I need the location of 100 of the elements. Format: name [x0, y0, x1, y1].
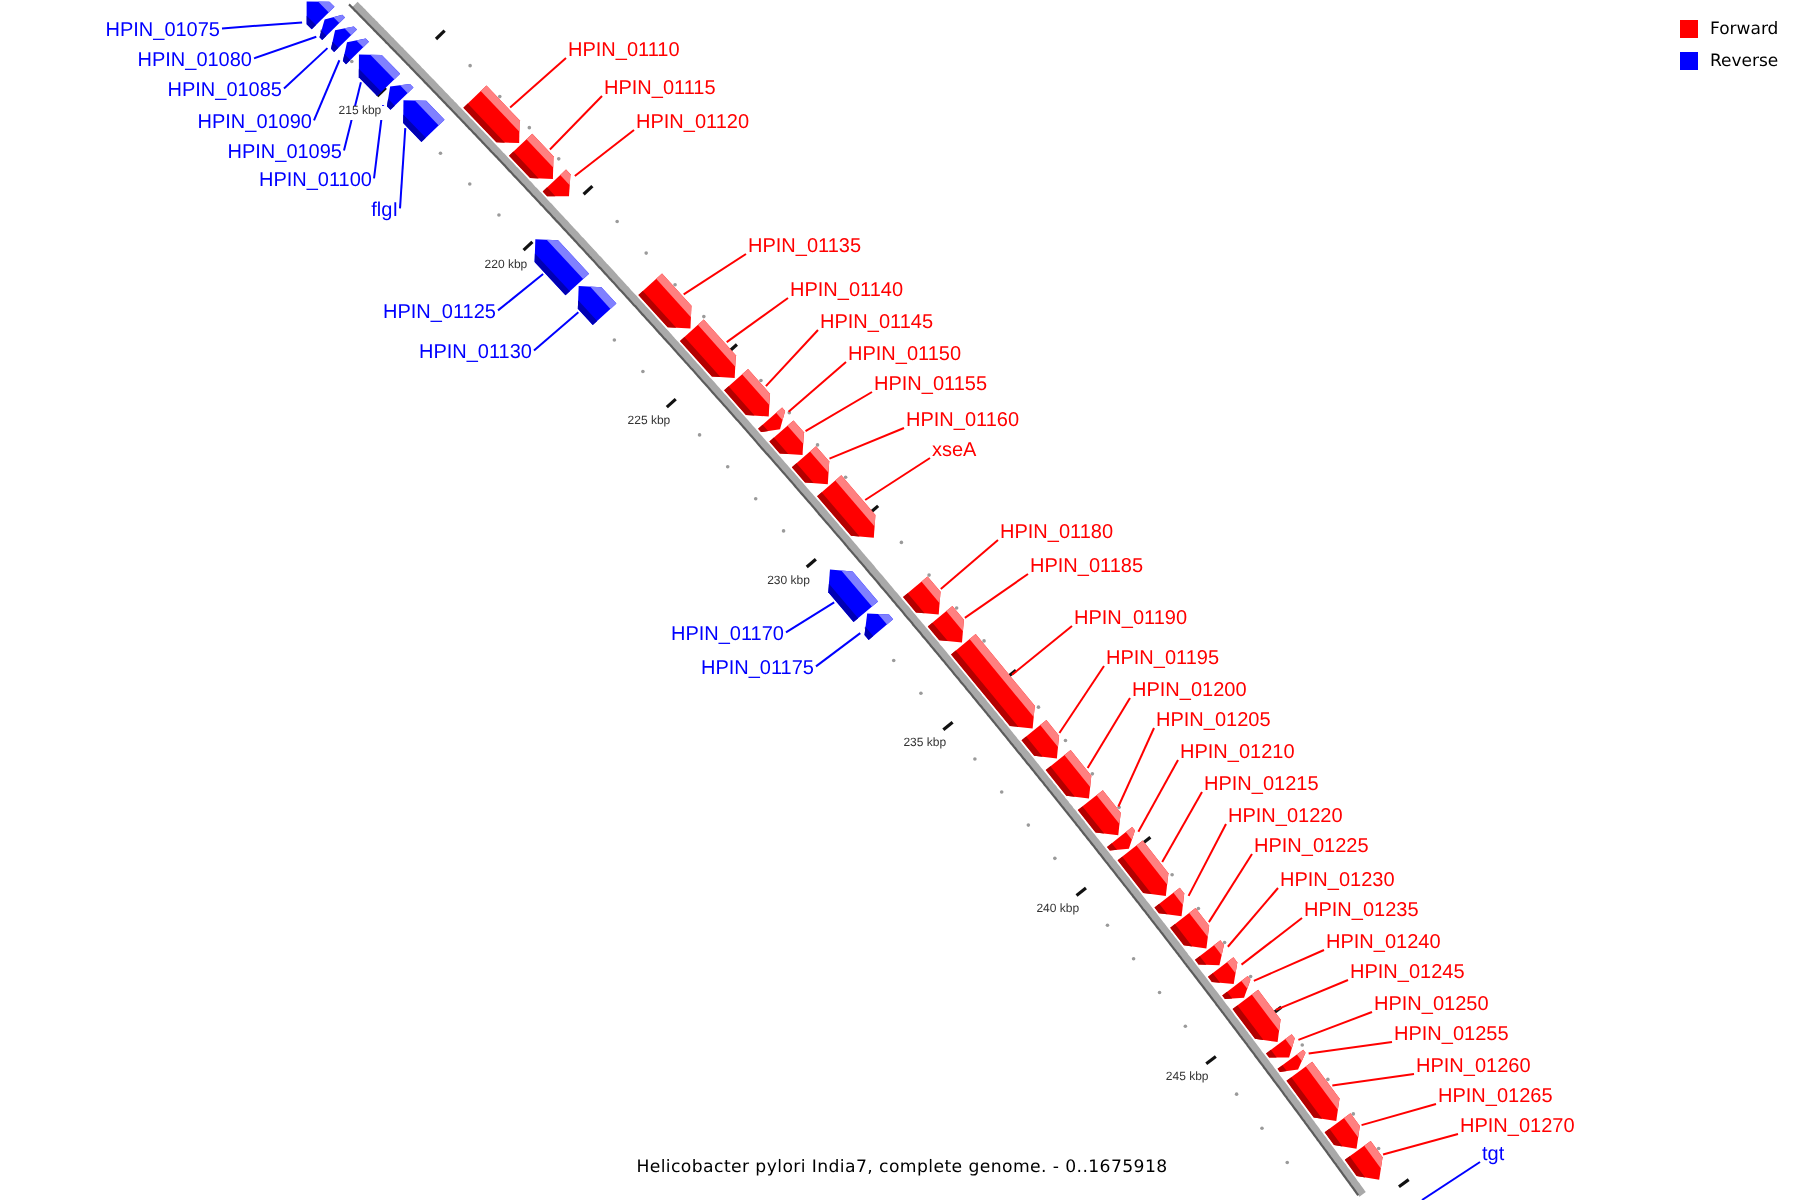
- gene-block: [542, 169, 571, 197]
- leader-line: [804, 391, 873, 433]
- gene-block: [1277, 1049, 1306, 1072]
- gene-block: [724, 369, 770, 417]
- gene-label: HPIN_01180: [1000, 522, 1114, 546]
- gene-label: HPIN_01240: [1326, 932, 1441, 956]
- gene-label: HPIN_01155: [874, 374, 988, 398]
- gene-label: HPIN_01205: [1156, 710, 1271, 734]
- gene-block: [1195, 940, 1224, 966]
- gene-label: HPIN_01260: [1416, 1056, 1531, 1080]
- leader-line: [764, 329, 819, 388]
- gene-label: HPIN_01125: [382, 302, 496, 326]
- leader-line: [1086, 697, 1131, 769]
- gene-label: HPIN_01270: [1460, 1116, 1575, 1140]
- leader-line: [1137, 759, 1179, 833]
- gene-block: [951, 633, 1035, 729]
- gene-label: xseA: [932, 440, 977, 464]
- gene-block: [463, 85, 520, 144]
- leader-line: [1187, 823, 1227, 897]
- gene-block: [1045, 750, 1092, 799]
- leader-line: [1011, 625, 1073, 676]
- gene-label: HPIN_01190: [1074, 608, 1188, 632]
- leader-line: [221, 21, 304, 30]
- leader-line: [939, 539, 999, 591]
- gene-block: [1170, 908, 1210, 949]
- leader-line: [1331, 1073, 1415, 1087]
- gene-block: [828, 569, 878, 623]
- gene-label: HPIN_01195: [1106, 648, 1220, 672]
- gene-block: [680, 319, 736, 379]
- leader-line: [682, 253, 747, 296]
- gene-block: [769, 420, 804, 456]
- leader-line: [1117, 727, 1155, 808]
- gene-block: [1077, 790, 1121, 836]
- gene-label: HPIN_01170: [670, 624, 784, 648]
- gene-label: HPIN_01210: [1180, 742, 1295, 766]
- gene-label: HPIN_01150: [848, 344, 962, 368]
- leader-line: [828, 427, 905, 460]
- gene-label: HPIN_01185: [1030, 556, 1144, 580]
- gene-block: [358, 54, 401, 97]
- gene-block: [1208, 957, 1238, 985]
- gene-block: [1286, 1061, 1340, 1122]
- gene-block: [1117, 840, 1169, 896]
- gene-block: [1107, 827, 1135, 851]
- gene-label: HPIN_01095: [227, 142, 342, 166]
- leader-line: [1297, 1011, 1373, 1041]
- gene-label: HPIN_01215: [1204, 774, 1319, 798]
- gene-label: HPIN_01115: [604, 78, 716, 102]
- legend-label: Reverse: [1710, 51, 1779, 71]
- gene-block: [1266, 1034, 1295, 1058]
- gene-label: HPIN_01140: [790, 280, 904, 304]
- leader-line: [1058, 665, 1105, 734]
- gene-block: [638, 273, 692, 329]
- leader-line: [1421, 1161, 1481, 1200]
- gene-label: HPIN_01200: [1132, 680, 1247, 704]
- gene-block: [577, 286, 617, 326]
- gene-block: [791, 446, 830, 485]
- gene-label: HPIN_01230: [1280, 870, 1395, 894]
- leader-line: [1207, 853, 1253, 924]
- gene-label: HPIN_01245: [1350, 962, 1465, 986]
- leader-line: [864, 457, 931, 501]
- gene-label: flgI: [371, 200, 398, 224]
- leader-line: [1382, 1133, 1459, 1156]
- gene-label: HPIN_01220: [1228, 806, 1343, 830]
- gene-block: [817, 475, 876, 538]
- legend-label: Forward: [1710, 19, 1779, 39]
- leader-line: [725, 297, 789, 344]
- gene-block: [1324, 1113, 1360, 1149]
- leader-line: [548, 95, 603, 151]
- gene-label: HPIN_01090: [197, 112, 312, 136]
- gene-block: [864, 613, 894, 640]
- gene-label: HPIN_01075: [105, 20, 220, 44]
- leader-line: [253, 35, 318, 60]
- gene-block: [403, 100, 445, 142]
- leader-line: [1240, 917, 1303, 966]
- leader-line: [815, 632, 862, 668]
- gene-label: HPIN_01235: [1304, 900, 1419, 924]
- gene-block: [1344, 1141, 1383, 1180]
- gene-label: HPIN_01225: [1254, 836, 1369, 860]
- gene-label: HPIN_01135: [748, 236, 862, 260]
- gene-label: HPIN_01145: [820, 312, 934, 336]
- gene-label: HPIN_01160: [906, 410, 1020, 434]
- leader-line: [1161, 791, 1203, 864]
- leader-line: [1307, 1041, 1393, 1055]
- leader-line: [497, 273, 545, 312]
- leader-line: [1360, 1103, 1437, 1127]
- gene-block: [903, 576, 941, 615]
- gene-block: [1154, 887, 1185, 917]
- gene-block: [758, 407, 786, 433]
- gene-block: [1232, 989, 1281, 1043]
- leader-line: [399, 127, 407, 210]
- leader-line: [785, 601, 836, 634]
- gene-block: [927, 605, 964, 643]
- leader-line: [573, 129, 635, 178]
- gene-label: HPIN_01255: [1394, 1024, 1509, 1048]
- gene-label: HPIN_01265: [1438, 1086, 1553, 1110]
- gene-label: tgt: [1482, 1144, 1505, 1168]
- leader-line: [1274, 979, 1349, 1011]
- leader-line: [533, 311, 580, 352]
- gene-label: HPIN_01130: [418, 342, 532, 366]
- gene-block: [1021, 720, 1060, 759]
